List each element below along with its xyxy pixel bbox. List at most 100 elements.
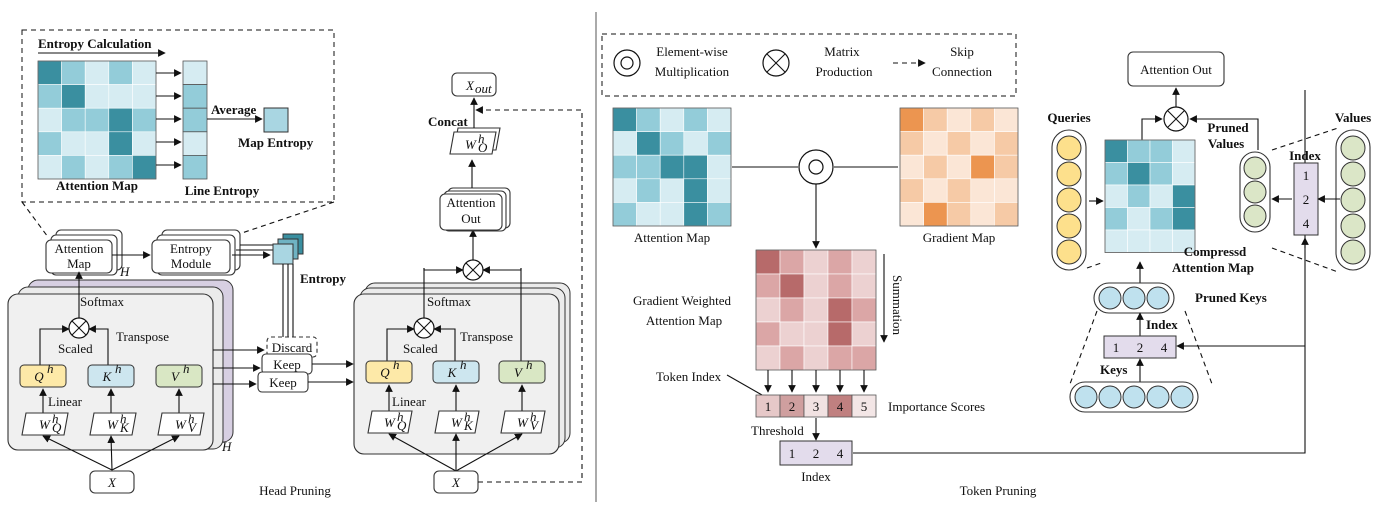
token-index-label: Token Index [656,369,722,384]
svg-text:O: O [478,140,488,155]
gradient-weighted-cell [827,273,853,299]
matrix-label-1: Matrix [824,44,860,59]
compressed-attention-cell [1149,139,1173,163]
attention-map-cell [108,84,133,109]
keep-box-2: Keep [257,371,309,393]
attention-map-cell [61,131,86,156]
score-cell: 4 [837,399,844,414]
compressed-attention-cell [1104,229,1128,253]
attention-map-cell [132,107,157,133]
pruned-value-node [1243,204,1267,228]
svg-text:Entropy: Entropy [170,241,212,256]
value-node [1340,187,1366,213]
map-entropy-label: Map Entropy [238,135,314,150]
attention-map-cell [108,60,133,85]
token-attention-map-cell [659,178,685,203]
softmax-label-right: Softmax [427,294,472,309]
token-attention-map-cell [707,178,732,203]
gradient-weighted-label-1: Gradient Weighted [633,293,731,308]
svg-text:Keep: Keep [269,375,296,390]
module-to-entropy-arrows [232,244,274,259]
gradient-map-cell [946,107,972,132]
attention-map-cell [61,107,86,133]
token-attention-map-cell [683,178,708,203]
q-box-left: Q h [19,361,67,388]
key-node [1074,385,1098,409]
average-label: Average [211,102,256,117]
gradient-map-cell [970,154,995,180]
gradient-weighted-grid [755,249,877,371]
compressed-attention-cell [1149,162,1173,186]
svg-text:K: K [447,365,458,380]
entropy-module-box: Entropy Module [151,229,241,276]
token-attention-map-cell [683,154,708,180]
attention-map-cell [37,107,62,133]
index-values-value: 2 [1303,192,1310,207]
value-node [1340,161,1366,187]
discard-box: Discard [266,336,318,358]
query-node [1056,239,1082,265]
svg-text:Attention: Attention [446,195,496,210]
values-zoom-top [1271,127,1339,151]
gradient-map-cell [994,107,1019,132]
key-node [1098,385,1122,409]
gradient-weighted-cell [851,249,877,275]
index-keys-value: 1 [1113,340,1120,355]
wk-box-right: W h K [434,409,480,434]
entropy-calculation-label: Entropy Calculation [38,36,152,51]
token-attention-map-cell [612,202,637,227]
svg-text:V: V [188,420,198,435]
attention-map-cell [61,60,86,85]
keys-label: Keys [1100,362,1127,377]
pruned-keys-label: Pruned Keys [1195,290,1267,305]
pruned-key-node [1098,286,1122,310]
attention-map-cell [132,84,157,109]
svg-text:h: h [397,409,404,424]
gradient-weighted-cell [755,273,781,299]
attention-map-cell [108,155,133,180]
line-entropy-column [182,60,208,180]
skip-label-1: Skip [950,44,974,59]
compressed-label-2: Attention Map [1172,260,1254,275]
compressed-attention-cell [1104,162,1128,186]
gradient-weighted-cell [755,321,781,347]
x-input-right: X [433,470,479,494]
line-entropy-label: Line Entropy [185,183,260,198]
index-bottom-value: 2 [813,446,820,461]
compressed-attention-cell [1172,184,1196,208]
attention-out-box-right: Attention Out [1127,51,1225,87]
k-box-left: K h [87,361,135,388]
k-box-right: K h [432,357,480,384]
scaled-label-left: Scaled [58,341,93,356]
gradient-map-cell [970,131,995,156]
values-label: Values [1335,110,1371,125]
svg-text:X: X [451,475,461,490]
svg-text:W: W [465,137,477,152]
values-zoom-bottom [1271,247,1339,273]
query-node [1056,161,1082,187]
svg-text:W: W [384,415,396,430]
entropy-stack [272,233,304,265]
gradient-weighted-cell [779,249,805,275]
gradient-map-cell [923,178,948,203]
token-attention-map-cell [612,131,637,156]
keys-zoom-right [1184,310,1213,385]
gradient-map-cell [994,154,1019,180]
h-label-top: H [119,264,130,279]
gradient-weighted-cell [851,321,877,347]
gradient-map-cell [899,178,924,203]
svg-text:out: out [475,81,492,96]
v-box-right: V h [498,357,546,384]
svg-text:W: W [107,417,119,432]
line-entropy-cell [182,107,208,133]
token-attention-map-grid [612,107,732,227]
query-node [1056,135,1082,161]
wo-box: W h O [449,127,501,155]
matrix-product-left [68,317,90,339]
svg-text:Keep: Keep [273,357,300,372]
gradient-weighted-cell [803,345,829,371]
element-wise-label-2: Multiplication [655,64,730,79]
pruned-values-label-2: Values [1208,136,1244,151]
